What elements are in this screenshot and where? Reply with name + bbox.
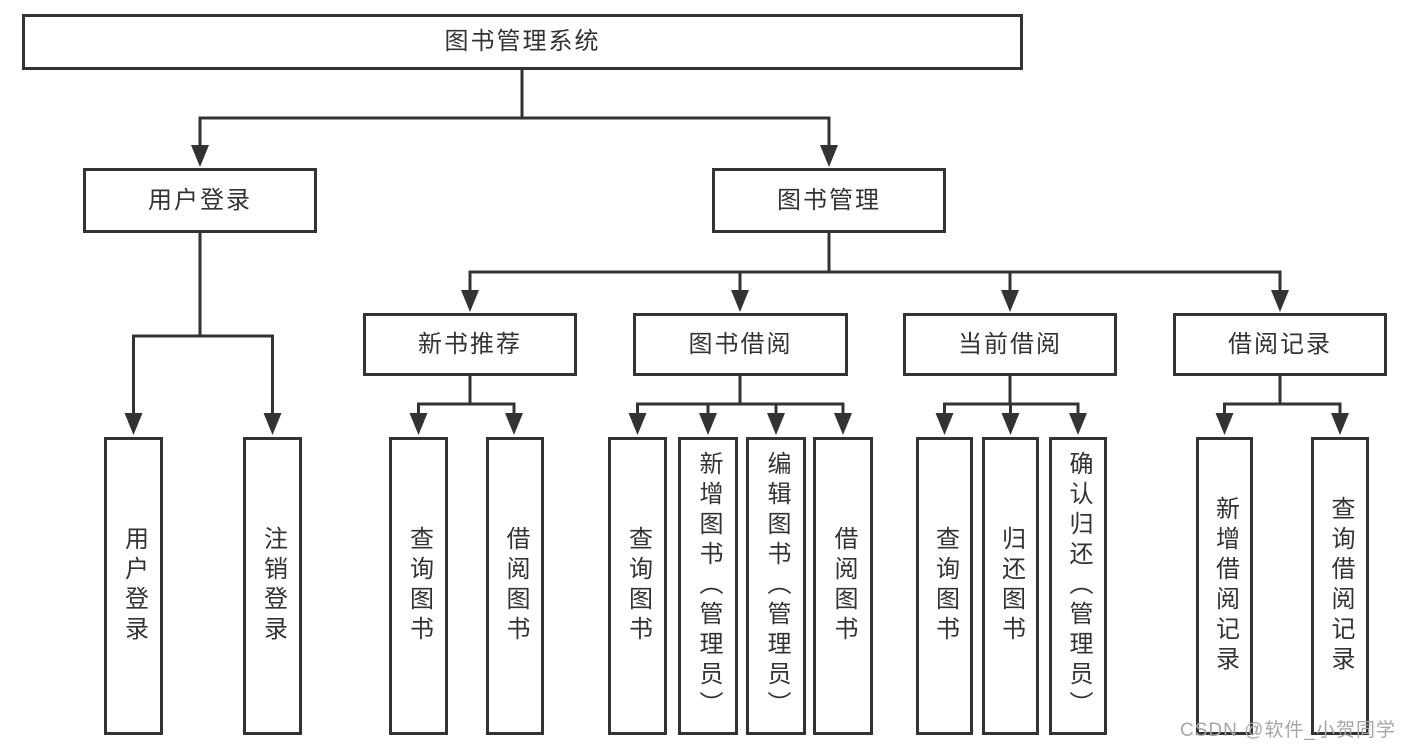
leaf-current-confirm-label: 确认归还（管理员） (1065, 451, 1092, 721)
node-user-login-label: 用户登录 (148, 186, 252, 214)
leaf-newbook-borrow-label: 借阅图书 (502, 526, 529, 646)
leaf-borrow-add-label: 新增图书（管理员） (695, 451, 722, 721)
connector-root-to-level2 (198, 70, 831, 152)
node-book-borrow-label: 图书借阅 (688, 330, 793, 358)
leaf-current-query-label: 查询图书 (931, 526, 959, 646)
connector-book-borrow (636, 376, 845, 419)
node-new-book-label: 新书推荐 (418, 330, 522, 358)
leaf-borrow-query: 查询图书 (608, 437, 667, 735)
leaf-newbook-query-label: 查询图书 (405, 526, 433, 646)
arrowheads-level2 (191, 145, 838, 167)
connector-new-book (417, 376, 516, 419)
csdn-watermark: CSDN @软件_小贺同学 (1180, 720, 1396, 741)
leaf-newbook-query: 查询图书 (389, 437, 448, 735)
node-book-mgmt-label: 图书管理 (777, 186, 881, 214)
arrowheads-user-login (124, 413, 282, 435)
leaf-user-login: 用户登录 (104, 437, 163, 735)
leaf-current-return: 归还图书 (982, 437, 1039, 735)
leaf-record-add: 新增借阅记录 (1196, 437, 1253, 735)
leaf-borrow-book-label: 借阅图书 (830, 526, 857, 646)
leaf-current-confirm: 确认归还（管理员） (1049, 437, 1107, 735)
connector-borrow-record (1223, 376, 1342, 419)
leaf-borrow-edit-label: 编辑图书（管理员） (763, 451, 790, 721)
leaf-user-login-label: 用户登录 (120, 526, 148, 646)
node-book-borrow: 图书借阅 (633, 313, 848, 376)
leaf-record-query-label: 查询借阅记录 (1327, 496, 1354, 676)
leaf-borrow-book: 借阅图书 (813, 437, 873, 735)
node-current-borrow-label: 当前借阅 (958, 330, 1062, 358)
node-borrow-record-label: 借阅记录 (1228, 330, 1332, 358)
arrowheads-leaves (409, 413, 1349, 435)
node-user-login: 用户登录 (83, 168, 317, 233)
leaf-borrow-query-label: 查询图书 (624, 526, 652, 646)
node-current-borrow: 当前借阅 (903, 313, 1117, 376)
leaf-newbook-borrow: 借阅图书 (486, 437, 544, 735)
leaf-borrow-add: 新增图书（管理员） (678, 437, 738, 735)
connector-current-borrow (943, 376, 1080, 419)
node-book-mgmt: 图书管理 (712, 168, 946, 233)
leaf-current-query: 查询图书 (916, 437, 973, 735)
leaf-record-query: 查询借阅记录 (1311, 437, 1369, 735)
node-borrow-record: 借阅记录 (1173, 313, 1387, 376)
leaf-borrow-edit: 编辑图书（管理员） (746, 437, 806, 735)
node-root: 图书管理系统 (22, 14, 1023, 70)
node-new-book: 新书推荐 (363, 313, 577, 376)
connector-user-login (132, 233, 274, 419)
connector-book-mgmt (468, 233, 1282, 296)
leaf-current-return-label: 归还图书 (997, 526, 1025, 646)
arrowheads-level3 (461, 290, 1289, 312)
leaf-record-add-label: 新增借阅记录 (1211, 496, 1239, 676)
leaf-logout: 注销登录 (243, 437, 302, 735)
leaf-logout-label: 注销登录 (259, 526, 287, 646)
node-root-label: 图书管理系统 (444, 28, 601, 55)
